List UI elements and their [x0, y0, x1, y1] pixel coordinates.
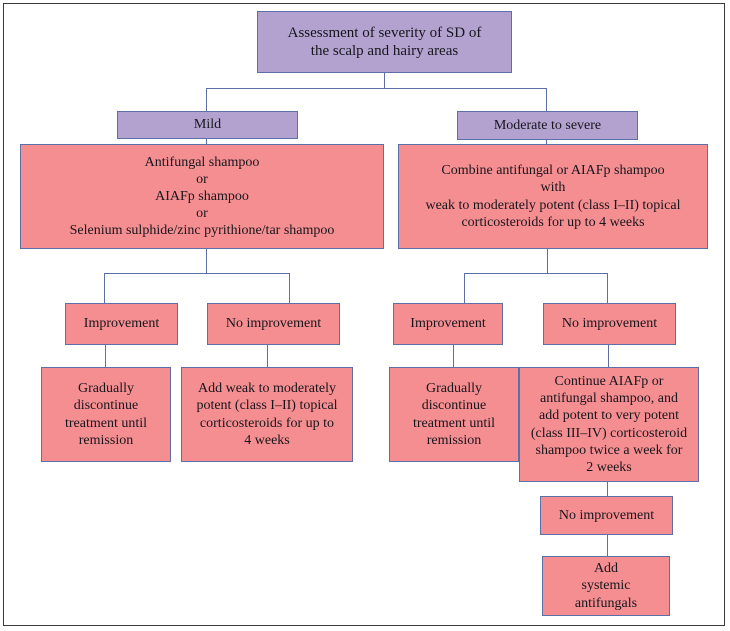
connector-mild-treatment-stem [206, 249, 207, 274]
node-mild-improvement-label: Improvement [83, 316, 160, 332]
connector-mild-to-improvement [104, 273, 105, 303]
connector-moderate-to-improvement [464, 273, 465, 303]
node-moderate-to-severe[interactable]: Moderate to severe [457, 111, 638, 140]
connector-action-to-final-no-improvement [607, 482, 608, 496]
connector-moderate-split-bar [464, 273, 608, 274]
connector-moderate-to-no-improvement [607, 273, 608, 303]
node-mild-label: Mild [193, 117, 222, 133]
connector-moderate-improvement-to-action [453, 345, 454, 367]
node-final-no-improvement-label: No improvement [558, 507, 655, 523]
node-moderate-to-severe-label: Moderate to severe [493, 117, 602, 133]
connector-mild-split-bar [104, 273, 290, 274]
node-mild[interactable]: Mild [117, 111, 298, 139]
node-mild-no-improvement-label: No improvement [225, 316, 322, 332]
connector-moderate-no-improvement-to-action [608, 345, 609, 367]
node-moderate-no-improvement[interactable]: No improvement [543, 303, 676, 345]
connector-moderate-to-treatment [546, 139, 547, 145]
connector-root-stem [384, 73, 385, 89]
connector-final-no-improvement-to-final-action [607, 535, 608, 556]
connector-mild-to-no-improvement [289, 273, 290, 303]
node-mild-improvement[interactable]: Improvement [65, 303, 178, 345]
connector-mild-to-treatment [206, 138, 207, 145]
node-mild-no-improvement[interactable]: No improvement [207, 303, 340, 345]
connector-mild-improvement-to-action [105, 345, 106, 367]
node-moderate-improvement[interactable]: Improvement [393, 303, 503, 345]
connector-moderate-treatment-stem [547, 249, 548, 274]
connector-mild-no-improvement-to-action [267, 345, 268, 367]
node-moderate-no-improvement-label: No improvement [561, 316, 658, 332]
connector-root-to-mild [206, 88, 207, 111]
connector-root-to-moderate [546, 88, 547, 111]
node-final-no-improvement[interactable]: No improvement [540, 496, 673, 535]
connector-root-split-bar [206, 88, 547, 89]
node-moderate-improvement-label: Improvement [410, 316, 486, 332]
